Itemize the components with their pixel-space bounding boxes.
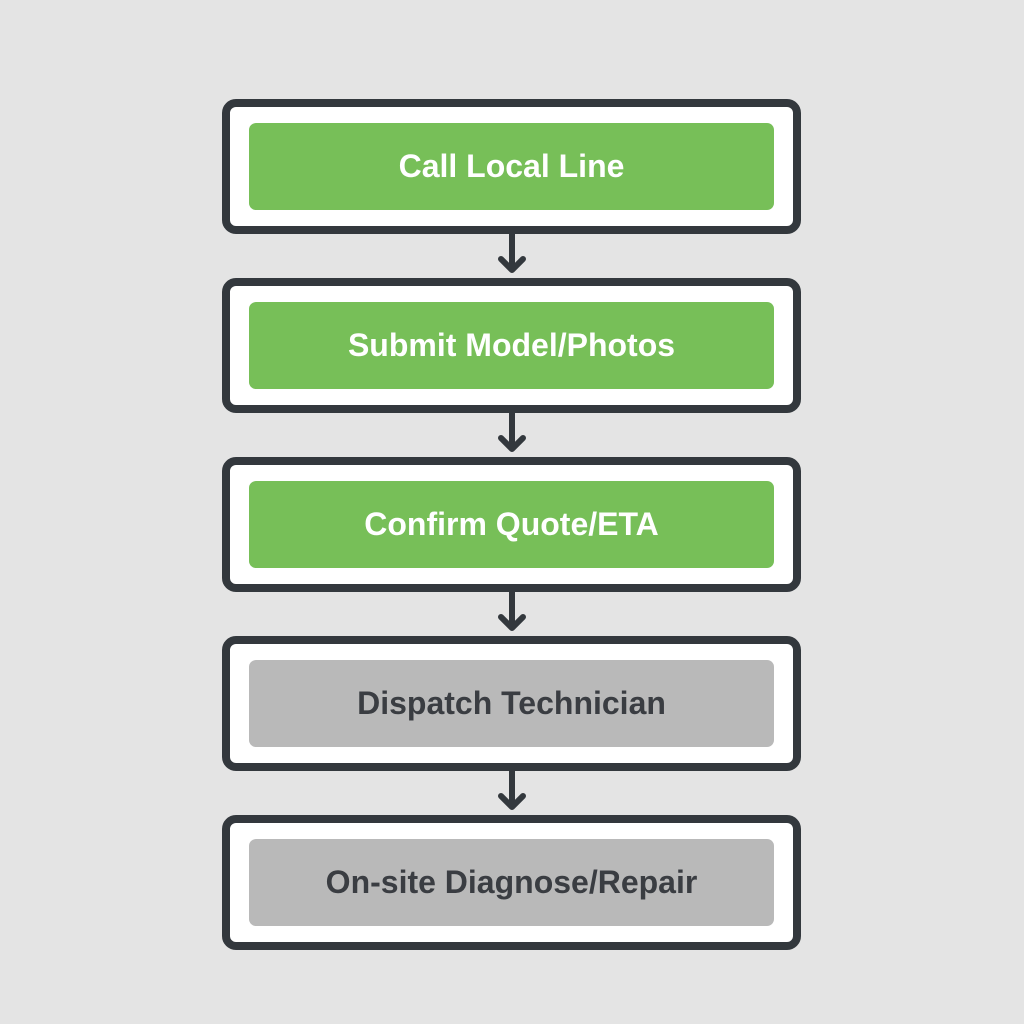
step-label: Call Local Line: [249, 123, 774, 210]
process-flowchart: Call Local Line Submit Model/Photos Conf…: [222, 99, 801, 950]
arrow-down-icon: [222, 592, 801, 636]
step-onsite-diagnose-repair: On-site Diagnose/Repair: [222, 815, 801, 950]
step-label: On-site Diagnose/Repair: [249, 839, 774, 926]
step-label: Dispatch Technician: [249, 660, 774, 747]
step-confirm-quote-eta: Confirm Quote/ETA: [222, 457, 801, 592]
arrow-down-icon: [222, 771, 801, 815]
step-submit-model-photos: Submit Model/Photos: [222, 278, 801, 413]
step-dispatch-technician: Dispatch Technician: [222, 636, 801, 771]
step-label: Confirm Quote/ETA: [249, 481, 774, 568]
step-call-local-line: Call Local Line: [222, 99, 801, 234]
arrow-down-icon: [222, 234, 801, 278]
step-label: Submit Model/Photos: [249, 302, 774, 389]
arrow-down-icon: [222, 413, 801, 457]
